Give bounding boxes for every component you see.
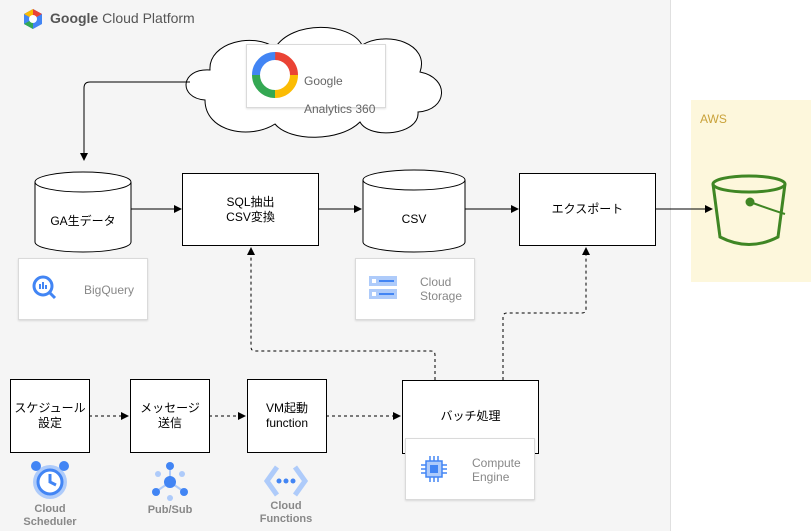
gcp-product: Cloud Platform [102, 10, 195, 26]
csv-label: CSV [401, 212, 427, 226]
gcp-brand: Google [50, 10, 99, 26]
compute-engine-icon [421, 456, 447, 482]
s3-bucket-icon [711, 174, 787, 246]
ga360-label-line1: Google [304, 74, 343, 88]
aws-label: AWS [700, 112, 727, 126]
message-box: メッセージ 送信 [130, 379, 210, 453]
cloud-scheduler-icon [31, 461, 69, 499]
arrow-ga360-to-bigquery [80, 81, 190, 161]
cloud-storage-icon [369, 276, 397, 299]
analytics-360-icon [252, 52, 298, 98]
pubsub-label: Pub/Sub [147, 504, 193, 516]
gcp-logo-icon [24, 9, 42, 29]
vm-start-box: VM起動 function [247, 379, 327, 453]
ga-data-cylinder [34, 171, 132, 253]
cloud-functions-icon [263, 465, 309, 497]
compute-engine-label: Compute Engine [472, 456, 521, 484]
pubsub-icon [152, 462, 188, 501]
arrow-batch-to-export [502, 247, 590, 380]
gcp-title: Google Cloud Platform [50, 10, 195, 26]
bigquery-icon [32, 275, 57, 300]
sql-extract-box: SQL抽出 CSV変換 [182, 173, 319, 246]
ga-data-label: GA生データ [50, 214, 116, 228]
batch-label: バッチ処理 [440, 409, 501, 423]
cloud-storage-label: Cloud Storage [420, 275, 463, 303]
ga360-label: Google Analytics 360 [304, 60, 375, 130]
export-box: エクスポート [519, 173, 656, 246]
arrow-batch-to-sql [247, 247, 436, 380]
schedule-box: スケジュール 設定 [10, 379, 90, 453]
bigquery-label: BigQuery [84, 283, 135, 297]
cloud-functions-label: Cloud Functions [259, 500, 313, 525]
cloud-scheduler-label: Cloud Scheduler [23, 503, 77, 528]
csv-cylinder [362, 169, 466, 253]
ga360-label-line2: Analytics 360 [304, 102, 376, 116]
